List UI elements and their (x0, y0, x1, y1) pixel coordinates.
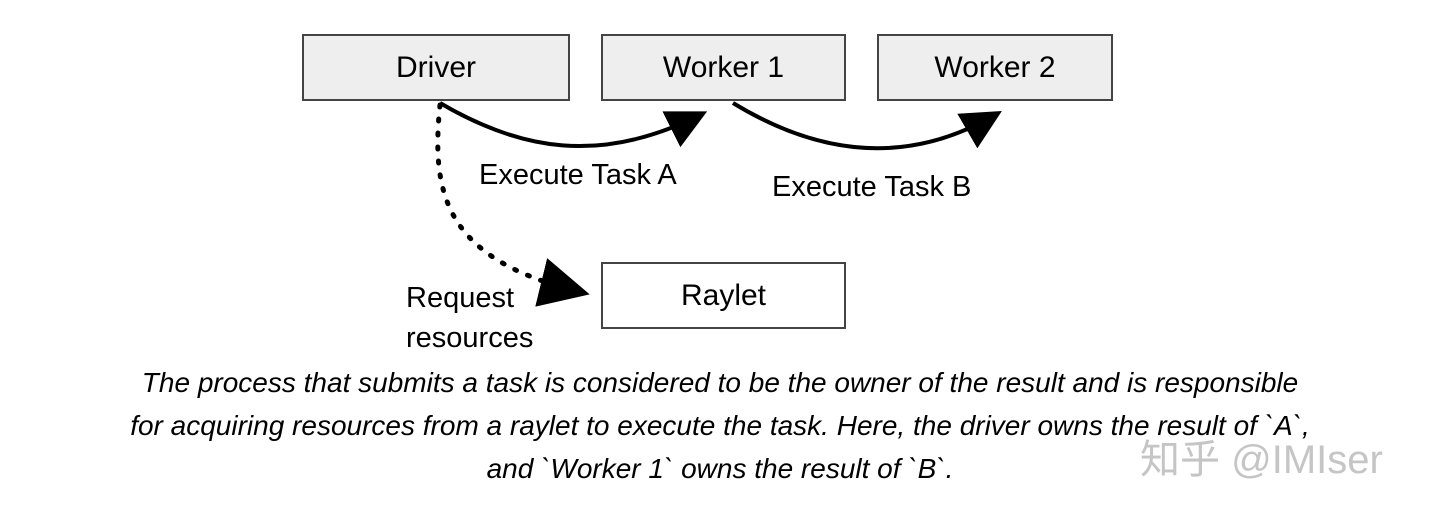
figure-caption: The process that submits a task is consi… (0, 361, 1440, 490)
edge-execute-task-b (731, 101, 1002, 151)
edge-label-task-b: Execute Task B (772, 171, 972, 203)
caption-line-2: for acquiring resources from a raylet to… (130, 410, 1310, 441)
node-driver-label: Driver (396, 50, 476, 84)
edge-label-task-a: Execute Task A (479, 159, 677, 191)
edge-execute-task-a (438, 101, 708, 149)
edge-label-request-line2: resources (406, 322, 534, 354)
node-worker-1: Worker 1 (601, 34, 846, 101)
node-worker-2-label: Worker 2 (934, 50, 1056, 84)
node-raylet-label: Raylet (680, 278, 767, 312)
watermark: 知乎 @IMIser (1140, 438, 1383, 482)
node-worker-1-label: Worker 1 (662, 50, 785, 84)
caption-line-3: and `Worker 1` owns the result of `B`. (486, 453, 954, 484)
edge-label-request-line1: Request (406, 282, 515, 314)
node-driver: Driver (302, 34, 570, 101)
node-worker-2: Worker 2 (877, 34, 1113, 101)
node-raylet: Raylet (601, 262, 846, 329)
caption-line-1: The process that submits a task is consi… (141, 367, 1299, 398)
